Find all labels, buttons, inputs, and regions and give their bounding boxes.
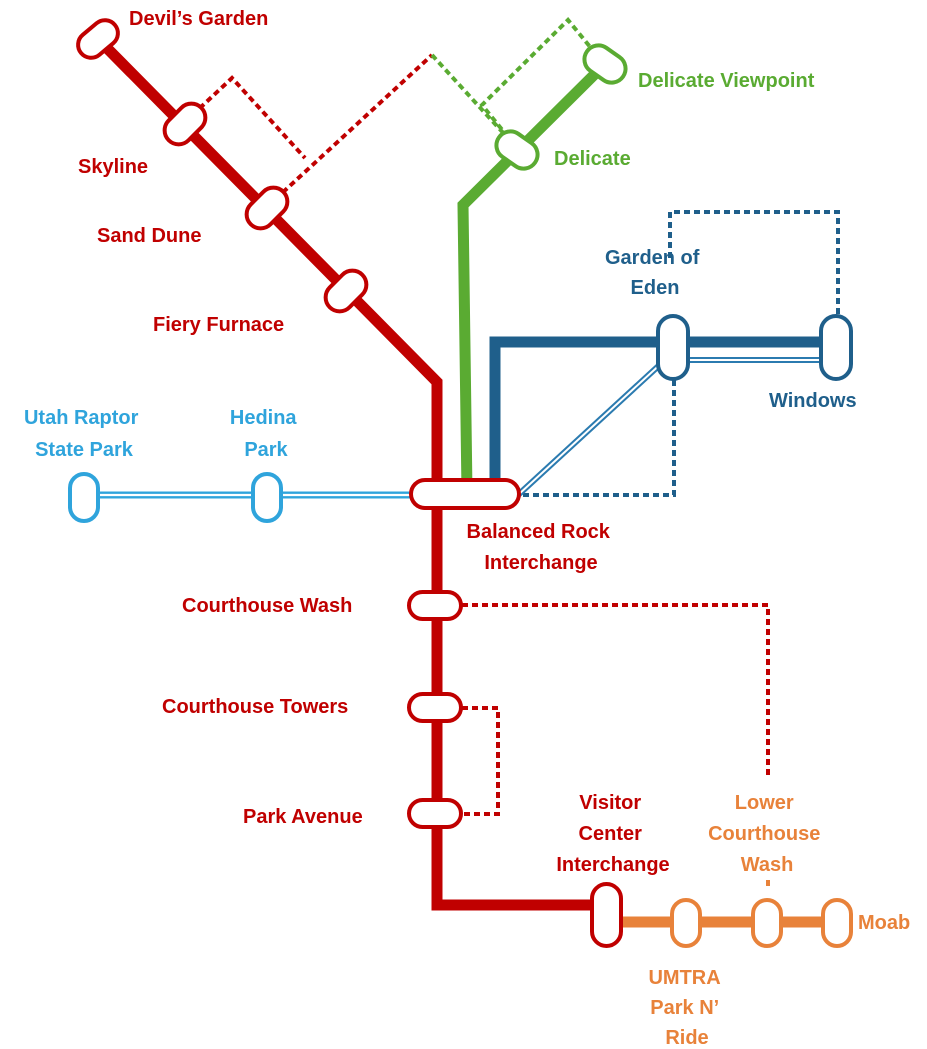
station-courthouse-towers[interactable] [407,692,463,723]
red-dotted-courthouse-wash-spur [462,603,770,778]
station-delicate-viewpoint[interactable] [579,40,631,88]
station-skyline[interactable] [159,98,211,150]
label-skyline: Skyline [78,156,148,178]
label-sand-dune: Sand Dune [97,225,201,247]
label-garden-of-eden: Garden of Eden [605,247,705,299]
station-lower-courthouse-wash[interactable] [751,898,783,948]
stations [68,15,853,948]
label-moab: Moab [858,912,910,934]
green-line [457,61,608,493]
label-visitor-center: Visitor Center Interchange [556,792,669,876]
label-courthouse-wash: Courthouse Wash [182,595,352,617]
station-balanced-rock[interactable] [409,478,521,510]
station-moab[interactable] [821,898,853,948]
dotted-connectors [183,17,840,890]
label-delicate-viewpoint: Delicate Viewpoint [638,70,815,92]
green-dotted-delicate-loop [430,17,607,150]
red-dotted-towers-loop [462,706,500,816]
station-hedina-park[interactable] [251,472,283,523]
station-courthouse-wash[interactable] [407,590,463,621]
label-windows: Windows [769,390,857,412]
label-delicate: Delicate [554,148,631,170]
label-park-avenue: Park Avenue [243,806,363,828]
label-utah-raptor: Utah Raptor State Park [24,407,144,461]
labels: Devil’s Garden Skyline Sand Dune Fiery F… [24,8,910,1049]
station-windows[interactable] [819,314,853,381]
label-lower-courthouse-wash: Lower Courthouse Wash [708,792,826,876]
label-umtra: UMTRA Park N’ Ride [648,967,725,1049]
station-fiery-furnace[interactable] [320,265,372,317]
station-visitor-center[interactable] [590,882,623,948]
navy-line [489,336,836,492]
station-utah-raptor[interactable] [68,472,100,523]
label-fiery-furnace: Fiery Furnace [153,314,284,336]
red-dotted-sanddune-spur [266,53,434,208]
navy-dotted-eden-spur [520,380,676,497]
navy-dotted-windows-loop [668,210,840,318]
label-hedina-park: Hedina Park [230,407,302,461]
station-garden-of-eden[interactable] [656,314,690,381]
station-delicate[interactable] [491,126,543,174]
station-devils-garden[interactable] [73,15,123,63]
label-balanced-rock: Balanced Rock Interchange [467,521,616,574]
label-devils-garden: Devil’s Garden [129,8,268,30]
station-umtra[interactable] [670,898,702,948]
station-sand-dune[interactable] [241,182,293,234]
station-park-avenue[interactable] [407,798,463,829]
label-courthouse-towers: Courthouse Towers [162,696,348,718]
